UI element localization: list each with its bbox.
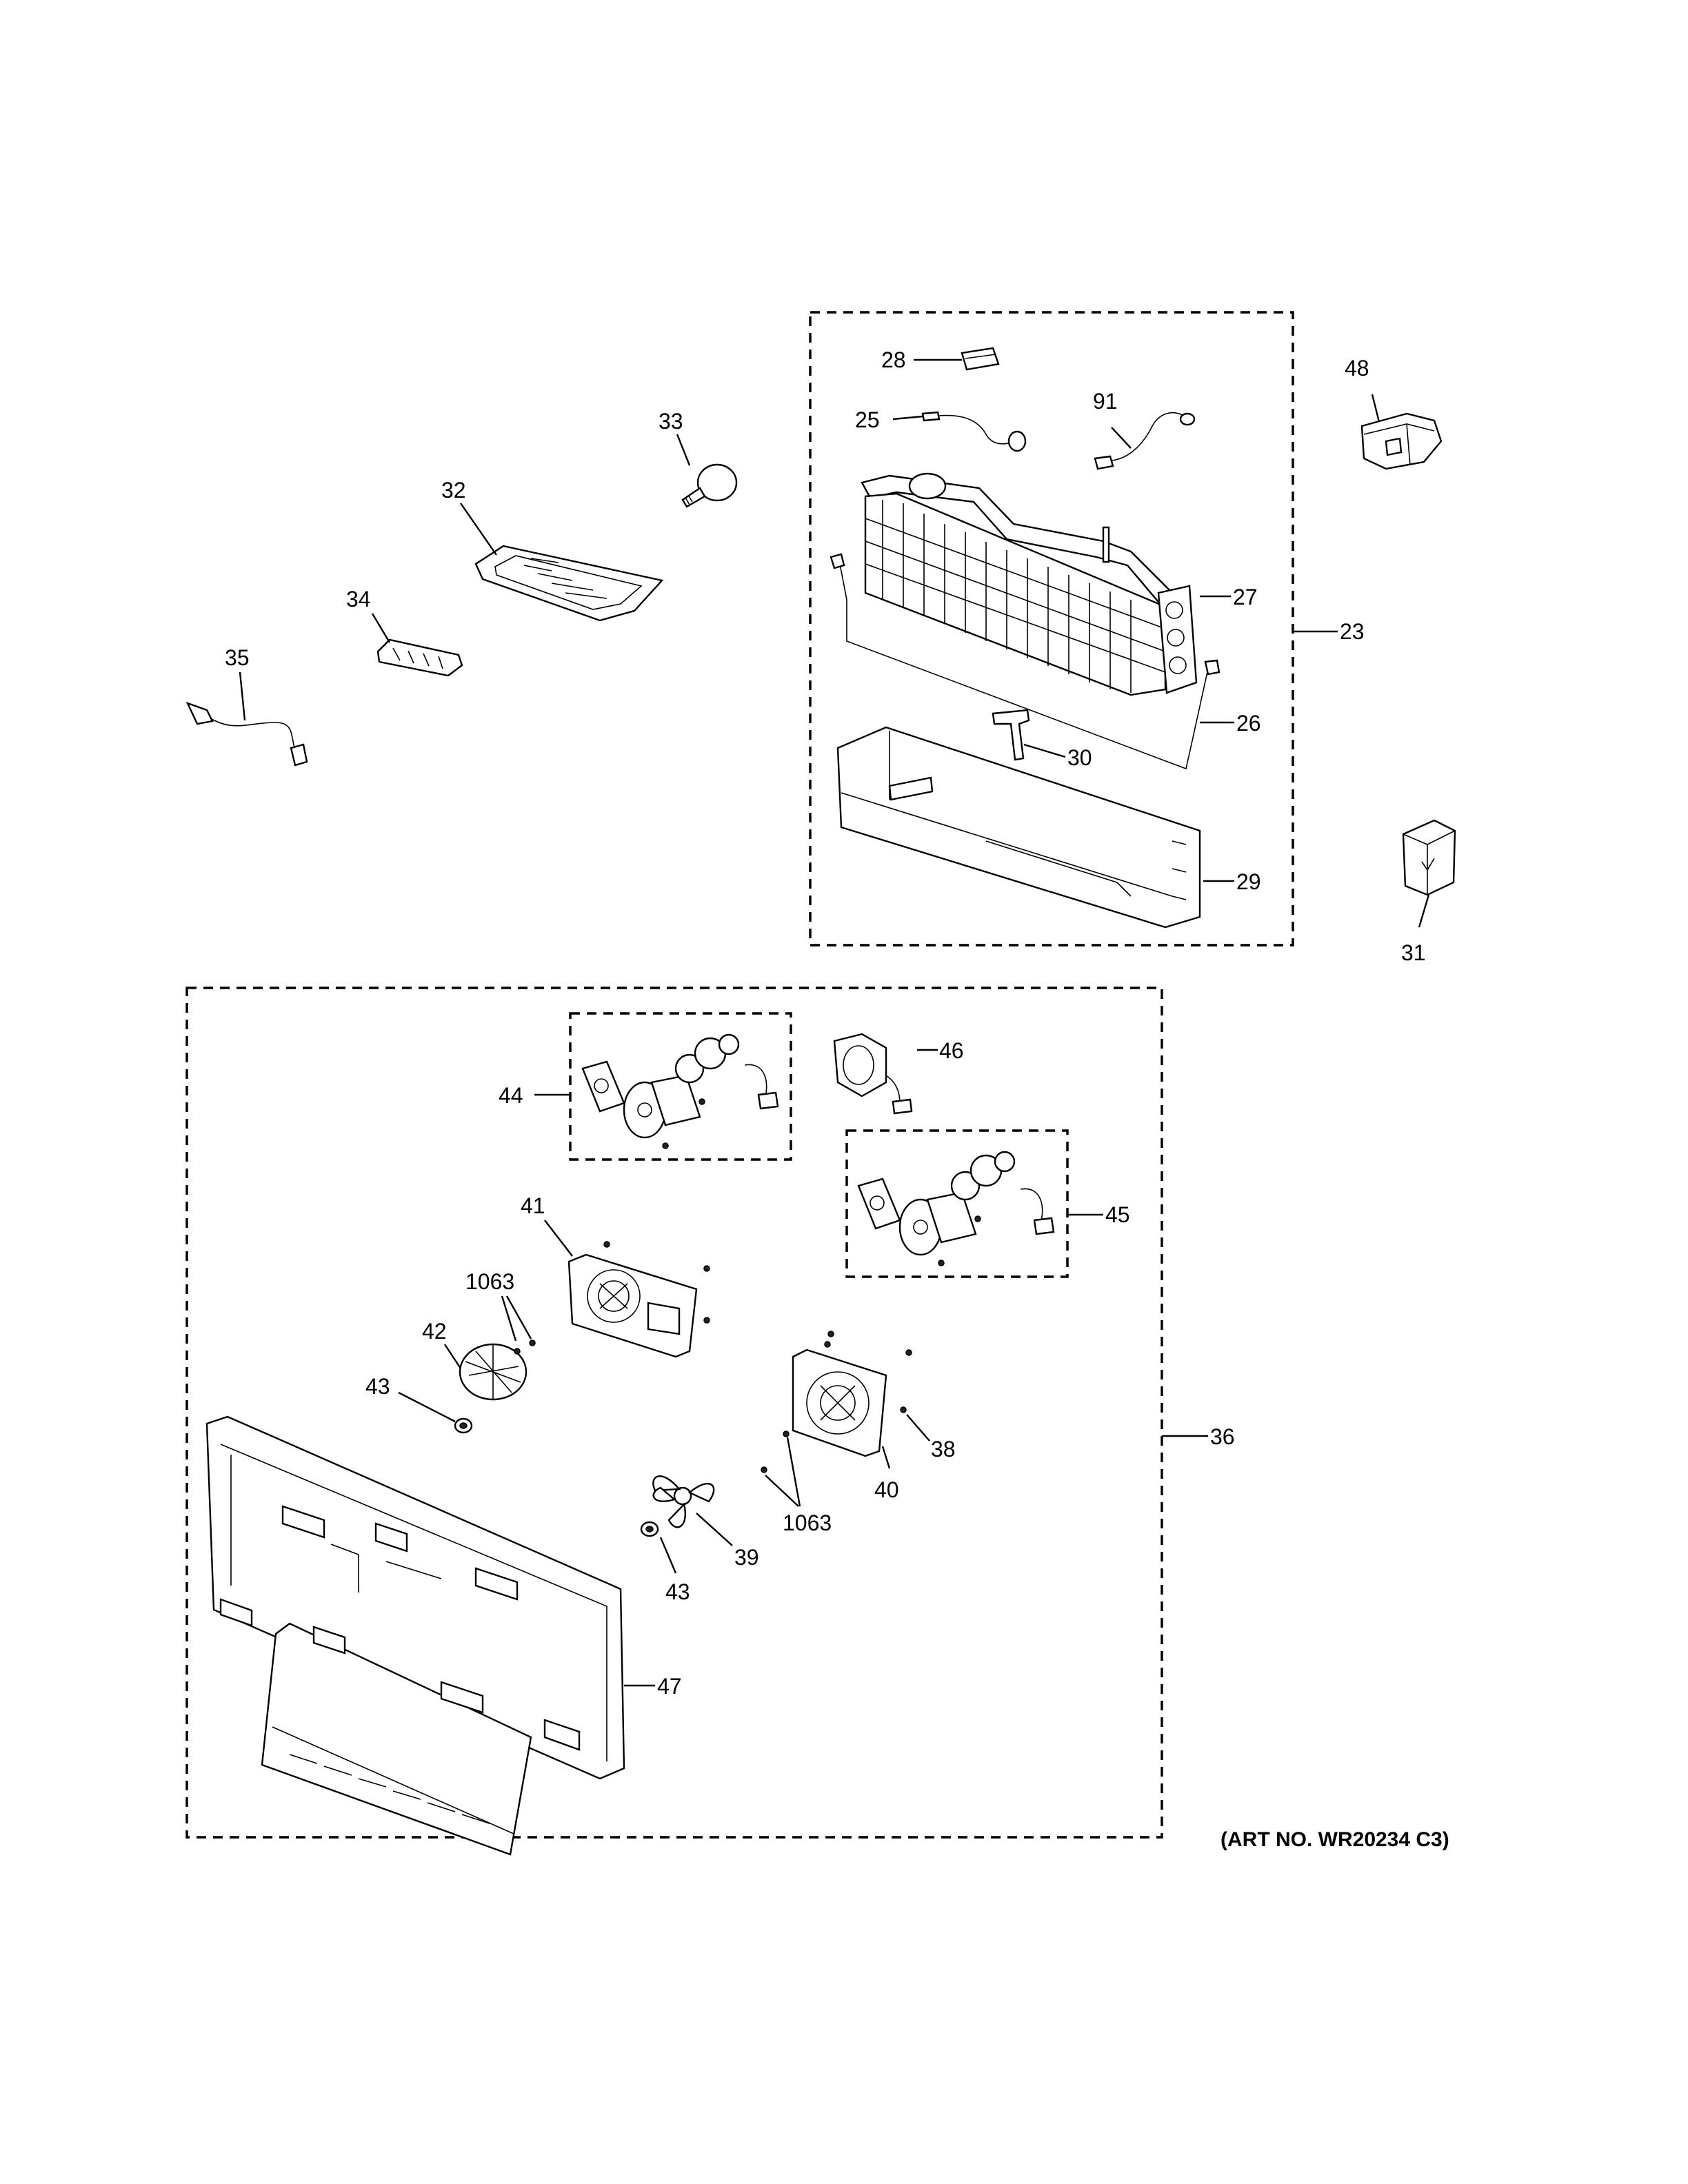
callout-91: 91 bbox=[1093, 389, 1118, 414]
light-cover-32 bbox=[474, 545, 664, 622]
callout-25: 25 bbox=[855, 407, 880, 432]
defrost-heater-26 bbox=[830, 553, 1220, 770]
callout-35: 35 bbox=[225, 645, 250, 670]
callout-43-upper: 43 bbox=[365, 1374, 390, 1399]
fan-bracket-41 bbox=[529, 1241, 710, 1358]
callout-33: 33 bbox=[659, 409, 683, 434]
group-box-23 bbox=[809, 311, 1294, 947]
callout-40: 40 bbox=[874, 1477, 899, 1502]
light-board-34 bbox=[376, 638, 463, 677]
callout-1063-upper: 1063 bbox=[465, 1269, 514, 1294]
callout-28: 28 bbox=[881, 347, 906, 372]
duct-damper-46 bbox=[833, 1033, 913, 1115]
callout-29: 29 bbox=[1236, 869, 1261, 894]
callout-32: 32 bbox=[441, 478, 466, 503]
damper-part-48 bbox=[1360, 412, 1443, 470]
callout-48: 48 bbox=[1345, 356, 1369, 381]
callout-26: 26 bbox=[1236, 711, 1261, 736]
group-box-36 bbox=[185, 987, 1163, 1839]
callout-44: 44 bbox=[499, 1083, 523, 1108]
drain-pan-29 bbox=[836, 726, 1201, 929]
defrost-thermostat-28 bbox=[961, 347, 1000, 371]
callout-27: 27 bbox=[1233, 585, 1258, 609]
damper-kit-45 bbox=[857, 1151, 1055, 1266]
evaporator-27 bbox=[861, 472, 1198, 696]
callout-47: 47 bbox=[657, 1674, 682, 1699]
leader-lines bbox=[239, 358, 1430, 1687]
callout-45: 45 bbox=[1105, 1202, 1130, 1227]
sensor-wire-91 bbox=[1094, 412, 1196, 470]
callout-31: 31 bbox=[1401, 940, 1426, 965]
washer-43-lower bbox=[640, 1521, 659, 1537]
fan-bracket-40 bbox=[761, 1331, 912, 1473]
thermistor-25 bbox=[921, 411, 1027, 452]
callout-30: 30 bbox=[1067, 745, 1092, 770]
callout-46: 46 bbox=[939, 1038, 964, 1063]
cover-part-31 bbox=[1402, 819, 1456, 896]
washer-43-upper bbox=[454, 1417, 473, 1434]
callout-39: 39 bbox=[734, 1545, 759, 1570]
fan-blade-39 bbox=[652, 1475, 715, 1528]
callout-41: 41 bbox=[521, 1193, 545, 1218]
evaporator-cover-47 bbox=[205, 1415, 625, 1856]
callout-38: 38 bbox=[931, 1437, 956, 1462]
light-bulb-33 bbox=[681, 463, 738, 508]
callout-43-lower: 43 bbox=[665, 1579, 690, 1604]
callout-23: 23 bbox=[1340, 619, 1365, 644]
callout-42: 42 bbox=[422, 1319, 447, 1344]
sensor-harness-35 bbox=[185, 701, 308, 767]
art-number: (ART NO. WR20234 C3) bbox=[1220, 1828, 1449, 1851]
damper-kit-44 bbox=[581, 1033, 779, 1149]
callout-1063-lower: 1063 bbox=[783, 1510, 832, 1535]
fan-impeller-42 bbox=[459, 1343, 528, 1401]
callout-34: 34 bbox=[346, 587, 371, 611]
callout-36: 36 bbox=[1210, 1424, 1235, 1449]
clip-30 bbox=[992, 709, 1030, 761]
